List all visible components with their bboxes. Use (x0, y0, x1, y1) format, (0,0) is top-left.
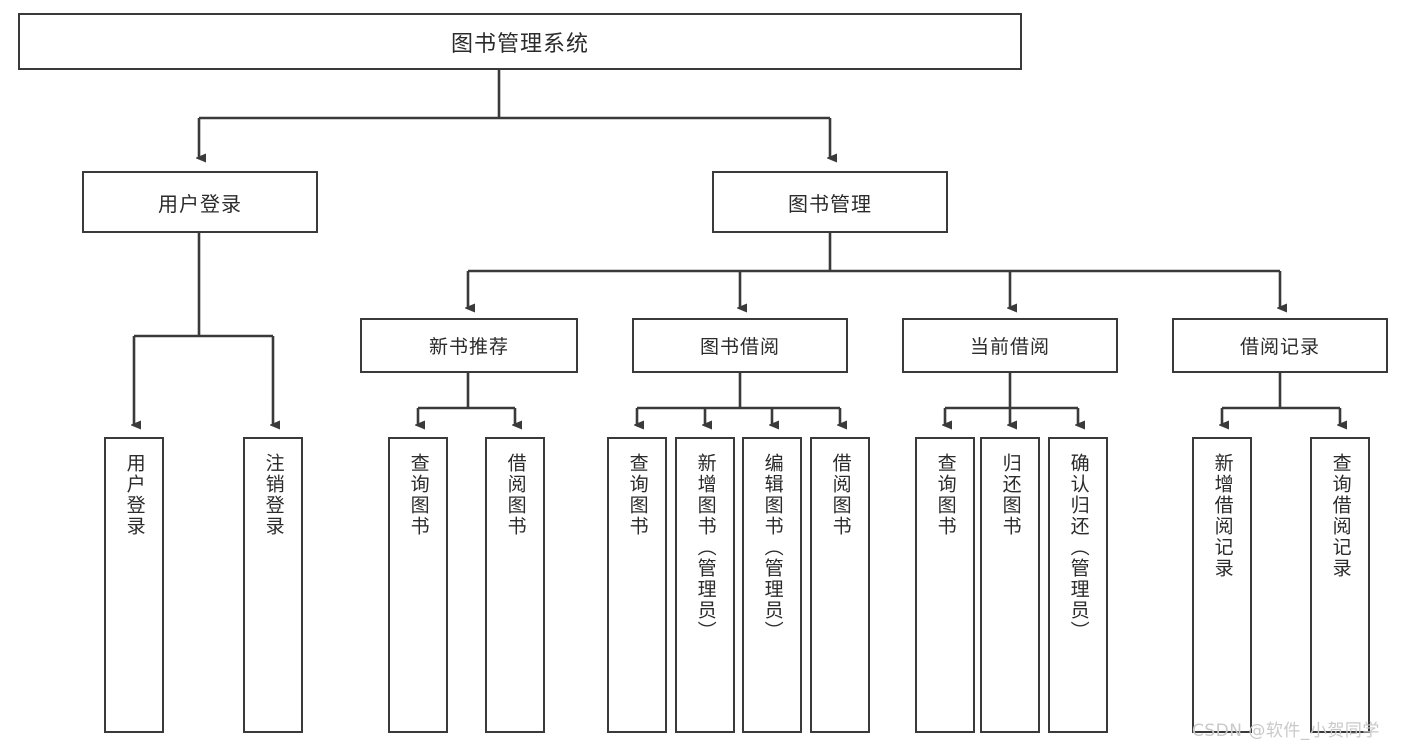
node-label: 借阅记录 (1239, 336, 1320, 358)
leaf-recommend-borrow-book[interactable]: 借阅图书 (485, 437, 545, 733)
leaf-current-return-book[interactable]: 归还图书 (980, 437, 1040, 733)
node-label: 图书借阅 (699, 336, 780, 358)
node-label: 借阅图书 (504, 453, 527, 537)
node-label: 新书推荐 (428, 336, 509, 358)
node-label: 查询图书 (934, 453, 957, 537)
node-label: 编辑图书（管理员） (761, 453, 784, 642)
leaf-borrow-edit-book[interactable]: 编辑图书（管理员） (742, 437, 802, 733)
csdn-watermark: CSDN @软件_小贺同学 (1192, 721, 1380, 741)
leaf-user-login[interactable]: 用户登录 (104, 437, 164, 733)
node-label: 注销登录 (262, 453, 285, 537)
node-label: 图书管理 (788, 191, 872, 216)
node-current-borrow[interactable]: 当前借阅 (902, 318, 1118, 373)
node-borrow-record[interactable]: 借阅记录 (1172, 318, 1388, 373)
node-label: 新增图书（管理员） (694, 453, 717, 642)
leaf-record-add-record[interactable]: 新增借阅记录 (1192, 437, 1252, 733)
node-label: 归还图书 (999, 453, 1022, 537)
node-label: 查询图书 (407, 453, 430, 537)
leaf-recommend-query-book[interactable]: 查询图书 (388, 437, 448, 733)
node-label: 借阅图书 (829, 453, 852, 537)
node-book-management[interactable]: 图书管理 (712, 171, 948, 233)
node-book-borrow[interactable]: 图书借阅 (632, 318, 848, 373)
node-label: 新增借阅记录 (1211, 453, 1234, 579)
leaf-record-query-record[interactable]: 查询借阅记录 (1310, 437, 1370, 733)
leaf-borrow-add-book[interactable]: 新增图书（管理员） (675, 437, 735, 733)
node-label: 用户登录 (123, 453, 146, 537)
node-label: 确认归还（管理员） (1067, 453, 1090, 642)
leaf-borrow-borrow-book[interactable]: 借阅图书 (810, 437, 870, 733)
node-label: 查询借阅记录 (1329, 453, 1352, 579)
node-label: 查询图书 (626, 453, 649, 537)
node-label: 用户登录 (158, 191, 242, 216)
leaf-borrow-query-book[interactable]: 查询图书 (607, 437, 667, 733)
leaf-current-query-book[interactable]: 查询图书 (915, 437, 975, 733)
node-label: 图书管理系统 (450, 31, 589, 57)
leaf-user-logout[interactable]: 注销登录 (243, 437, 303, 733)
node-root-system[interactable]: 图书管理系统 (18, 13, 1022, 70)
node-new-book-recommend[interactable]: 新书推荐 (360, 318, 578, 373)
leaf-current-confirm-return[interactable]: 确认归还（管理员） (1048, 437, 1108, 733)
node-user-login[interactable]: 用户登录 (82, 171, 318, 233)
node-label: 当前借阅 (969, 336, 1050, 358)
